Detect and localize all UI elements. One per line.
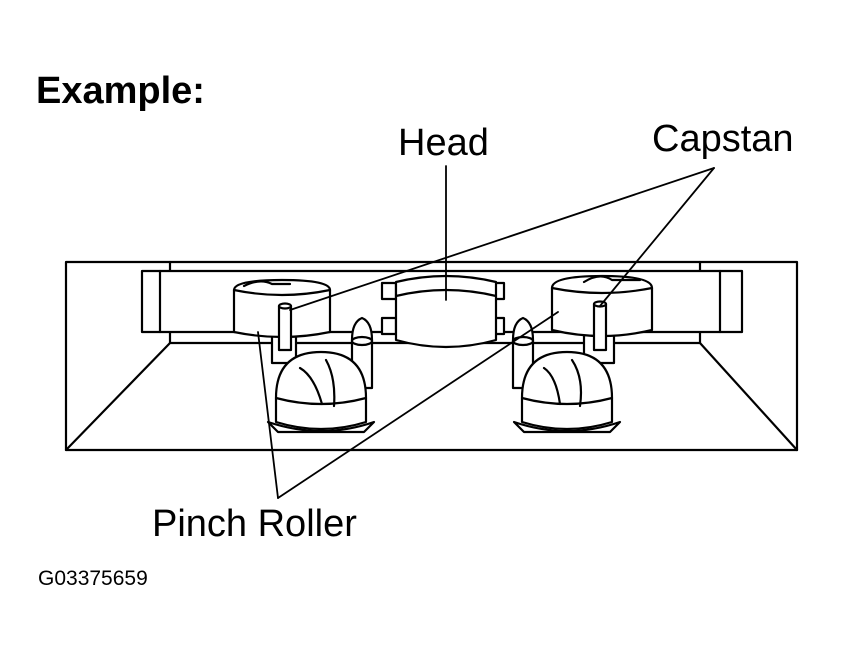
pinch-roller-right xyxy=(512,350,622,434)
capstan-assembly-left xyxy=(232,278,332,365)
pinch-roller-label: Pinch Roller xyxy=(152,503,357,545)
leader-pinch-roller-right xyxy=(277,311,559,499)
leader-capstan-left xyxy=(289,167,715,311)
page-title: Example: xyxy=(36,70,205,112)
tape-head xyxy=(380,274,506,349)
figure-id: G03375659 xyxy=(38,567,148,590)
capstan-label: Capstan xyxy=(652,118,794,160)
pinch-roller-left xyxy=(266,350,376,434)
leader-capstan-right xyxy=(599,167,715,307)
head-label: Head xyxy=(398,122,489,164)
leader-lines xyxy=(257,165,715,499)
leader-pinch-roller-left xyxy=(257,331,279,499)
capstan-assembly-right xyxy=(550,274,654,365)
